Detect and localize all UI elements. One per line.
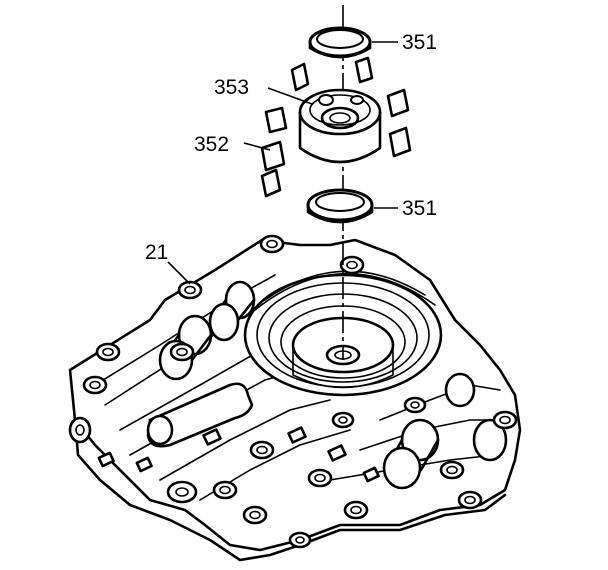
leader-servo-body (267, 87, 313, 105)
bottom-seal-ring (306, 188, 374, 224)
spool-left-upper (208, 280, 256, 342)
callout-vanes: 352 (194, 133, 229, 156)
valve-body (68, 234, 522, 562)
leader-vanes (243, 142, 271, 151)
servo-body (298, 88, 382, 164)
leader-valve-body (167, 261, 191, 285)
callout-servo-body: 353 (214, 76, 249, 99)
bolt-bosses (68, 234, 518, 549)
ports (97, 426, 380, 483)
callout-top-seal: 351 (402, 31, 437, 54)
spool-right (382, 372, 508, 490)
callout-bottom-seal: 351 (402, 197, 437, 220)
callout-valve-body: 21 (145, 241, 168, 264)
top-seal-ring (308, 26, 372, 59)
